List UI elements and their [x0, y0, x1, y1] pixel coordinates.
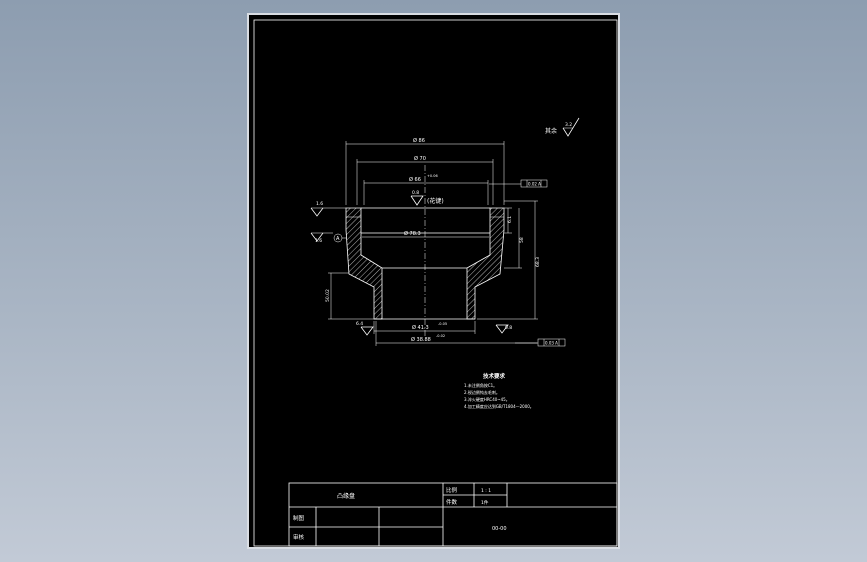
tolerance-frame-top: 0.02 A	[489, 179, 548, 188]
finish-top-value: 0.8	[412, 190, 419, 196]
drawing-sheet: Ø 86 Ø 70 Ø 66 +0.06 Ø 78.3 Ø 41.3 -0.05…	[247, 13, 620, 549]
part-name: 凸缘盘	[337, 492, 355, 500]
engineering-drawing: Ø 86 Ø 70 Ø 66 +0.06 Ø 78.3 Ø 41.3 -0.05…	[253, 19, 618, 547]
tech-requirement-item: 2.锐边倒钝去毛刺。	[464, 389, 500, 395]
count-label: 件数	[446, 498, 458, 506]
title-block: 凸缘盘 比例 1 : 1 件数 1件 制图 审核 00-00	[288, 482, 618, 547]
dim-h-right: 58	[504, 208, 525, 269]
tolerance-top-text: 0.02 A	[528, 182, 541, 187]
dim-h-right-small-label: 6.1	[507, 216, 513, 223]
tech-requirements: 技术要求 1.未注倒角按C1。 2.锐边倒钝去毛刺。 3.淬火硬度HRC40~4…	[464, 372, 534, 409]
dim-h-right-small: 6.1	[504, 207, 513, 234]
dim-h-right-total: 68.3	[477, 200, 541, 320]
review-label: 审核	[293, 533, 305, 541]
dim-d-top-label: Ø 86	[413, 137, 425, 144]
finish-left-top: 1.6	[310, 201, 346, 217]
right-wall-section	[466, 207, 505, 320]
dim-d-mid-label: Ø 70	[414, 155, 426, 162]
finish-top: 0.8 (花键)	[410, 190, 444, 206]
dim-d-bore-label: Ø 78.3	[404, 230, 421, 237]
dim-d-bottom-inner-label: Ø 41.3	[412, 324, 429, 331]
dim-d-top: Ø 86	[345, 137, 505, 205]
scale-label: 比例	[446, 486, 458, 494]
drawn-label: 制图	[293, 514, 305, 522]
drawing-code: 00-00	[492, 526, 507, 532]
dim-h-left-label: 50.02	[325, 289, 331, 302]
finish-bottom-left-value: 6.4	[356, 321, 363, 327]
dim-d-base-label: Ø 38.88	[411, 336, 431, 343]
finish-left-mid-value: 1.6	[315, 238, 322, 244]
dim-d-base-tol: -0.02	[436, 334, 445, 338]
dim-h-right-total-label: 68.3	[535, 257, 541, 267]
finish-left-mid: 1.6	[310, 232, 333, 244]
dim-d-bottom-inner: Ø 41.3 -0.05	[373, 321, 476, 334]
tech-requirement-item: 1.未注倒角按C1。	[464, 382, 497, 388]
tech-requirement-item: 3.淬火硬度HRC40~45。	[464, 396, 510, 402]
dim-d-bottom-tol: -0.05	[438, 322, 447, 326]
finish-left-top-value: 1.6	[316, 201, 323, 207]
spline-note: (花键)	[427, 197, 444, 205]
dim-d-inner: Ø 66 +0.06	[363, 174, 489, 205]
datum-a-label: A	[336, 236, 340, 242]
tolerance-frame-bottom: 0.03 A	[515, 338, 566, 347]
finish-rest-label: 其余	[545, 127, 557, 135]
tech-requirement-item: 4.加工精度应达到GB/T1804—2000。	[464, 403, 534, 409]
finish-rest-value: 3.2	[565, 122, 572, 128]
count-value: 1件	[481, 499, 489, 506]
left-wall-section	[345, 207, 383, 320]
dim-d-base: Ø 38.88 -0.02	[375, 321, 537, 346]
dim-d-inner-tol: +0.06	[427, 174, 438, 178]
dim-d-inner-label: Ø 66	[409, 176, 421, 183]
finish-bottom-left: 6.4	[356, 321, 374, 336]
dim-d-bore: Ø 78.3	[362, 230, 489, 238]
tech-requirements-title: 技术要求	[483, 372, 506, 380]
finish-bottom-right-value: 0.8	[505, 325, 512, 331]
dim-h-left: 50.02	[325, 272, 374, 320]
drawing-border	[253, 19, 618, 547]
dim-h-right-label: 58	[519, 237, 525, 243]
datum-a-marker: A	[333, 233, 346, 243]
dim-d-mid: Ø 70	[356, 155, 494, 205]
scale-value: 1 : 1	[481, 488, 491, 494]
finish-rest: 其余 3.2	[545, 117, 580, 137]
tolerance-bottom-text: 0.03 A	[545, 341, 558, 346]
finish-bottom-right: 0.8	[495, 324, 512, 334]
